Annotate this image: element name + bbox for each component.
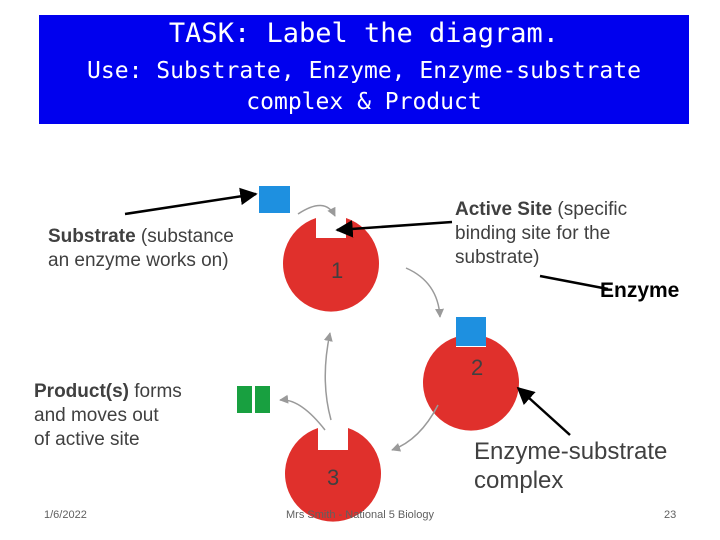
- arrow-step2-to-step3: [391, 404, 439, 452]
- footer-page-number: 23: [664, 509, 677, 521]
- enzyme-label: Enzyme: [600, 279, 680, 302]
- enzyme-3: [285, 428, 382, 522]
- arrow-substrate-to-enzyme: [297, 204, 336, 217]
- active-site-pointer-arrow: [335, 220, 453, 238]
- product-desc-2: and moves out: [34, 405, 159, 426]
- step-number-3: 3: [327, 465, 339, 490]
- active-site-extension-line: [539, 274, 609, 291]
- substrate-label: Substrate (substance an enzyme works on): [48, 225, 234, 273]
- product-term: Product(s): [34, 381, 129, 402]
- complex-pointer-arrow: [516, 386, 571, 436]
- bound-substrate-block: [456, 317, 486, 346]
- instruction-line-1: Use: Substrate, Enzyme, Enzyme-substrate: [87, 58, 641, 84]
- product-desc-1: forms: [129, 381, 182, 402]
- arrow-step3-to-step1: [323, 332, 333, 421]
- task-title: TASK: Label the diagram.: [168, 18, 560, 49]
- step-number-2: 2: [471, 355, 483, 380]
- instruction-line-2: complex & Product: [246, 89, 482, 115]
- enzyme-2: [423, 337, 519, 431]
- active-site-desc-3: substrate): [455, 247, 540, 268]
- arrow-step1-to-step2: [405, 267, 445, 318]
- arrow-product-release: [279, 394, 326, 431]
- substrate-desc-1: (substance: [135, 226, 234, 247]
- step-number-1: 1: [331, 258, 343, 283]
- product-block-right: [255, 386, 270, 413]
- product-desc-3: of active site: [34, 429, 140, 450]
- product-label: Product(s) forms and moves out of active…: [34, 380, 182, 452]
- active-site-desc-1: (specific: [552, 199, 628, 220]
- footer-date: 1/6/2022: [44, 509, 87, 521]
- substrate-pointer-arrow: [124, 187, 258, 216]
- enzyme-1: [283, 218, 379, 312]
- complex-label-line-2: complex: [474, 467, 564, 494]
- active-site-desc-2: binding site for the: [455, 223, 611, 244]
- product-block-left: [237, 386, 252, 413]
- task-instructions: Use: Substrate, Enzyme, Enzyme-substrate…: [39, 56, 689, 118]
- title-banner: TASK: Label the diagram. Use: Substrate,…: [39, 15, 689, 124]
- substrate-term: Substrate: [48, 226, 136, 247]
- complex-label-line-1: Enzyme-substrate: [474, 438, 668, 465]
- footer-author: Mrs Smith - National 5 Biology: [286, 509, 434, 521]
- active-site-label: Active Site (specific binding site for t…: [455, 198, 627, 270]
- substrate-block: [259, 186, 290, 213]
- active-site-term: Active Site: [455, 199, 553, 220]
- complex-label: Enzyme-substrate complex: [474, 437, 667, 495]
- substrate-desc-2: an enzyme works on): [48, 250, 229, 271]
